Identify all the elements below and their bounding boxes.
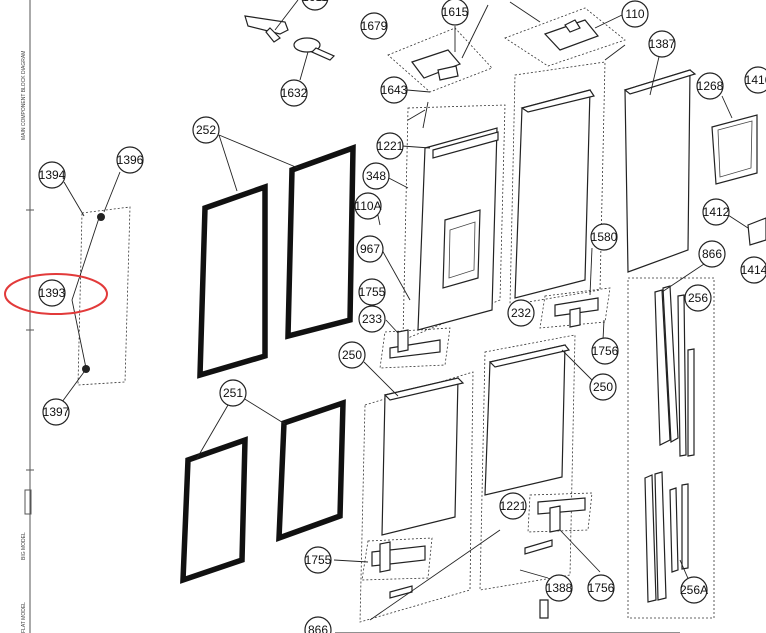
svg-text:1221: 1221 (377, 139, 404, 153)
callout-1755: 1755 (304, 546, 332, 574)
callout-110A: 110A (354, 192, 382, 220)
svg-text:1397: 1397 (43, 405, 70, 419)
callout-1388: 1388 (545, 574, 573, 602)
svg-text:1756: 1756 (588, 581, 615, 595)
svg-text:1632: 1632 (281, 86, 308, 100)
callout-250: 250 (589, 373, 617, 401)
callout-1643: 1643 (380, 76, 408, 104)
callout-251: 251 (219, 379, 247, 407)
cover-1632 (293, 37, 336, 81)
callout-1412: 1412 (702, 198, 730, 226)
callout-1679: 1679 (360, 12, 388, 40)
callout-256A: 256A (680, 576, 708, 604)
svg-text:1414: 1414 (741, 263, 766, 277)
trim-strips-group (335, 259, 715, 633)
hinge-1755-bottom (333, 529, 501, 621)
callout-1756: 1756 (591, 337, 619, 365)
svg-text:1756: 1756 (592, 344, 619, 358)
svg-text:1394: 1394 (39, 168, 66, 182)
svg-text:233: 233 (362, 312, 382, 326)
callout-1414: 1414 (740, 256, 766, 284)
svg-text:1416: 1416 (745, 73, 766, 87)
svg-text:866: 866 (702, 247, 722, 261)
callout-1755: 1755 (358, 278, 386, 306)
cover-assembly-1615 (387, 4, 493, 93)
callout-233: 233 (358, 305, 386, 333)
svg-text:1611: 1611 (302, 0, 328, 4)
hinge-233 (379, 319, 451, 369)
margin-text: BIG MODEL (21, 532, 27, 560)
callout-1387: 1387 (648, 30, 676, 58)
hinge-bracket-top (244, 0, 299, 43)
svg-text:1268: 1268 (697, 79, 724, 93)
callout-1615: 1615 (441, 0, 469, 26)
callout-1580: 1580 (590, 223, 618, 251)
callout-1756: 1756 (587, 574, 615, 602)
freezer-door-right (479, 334, 593, 591)
gasket-252 (197, 134, 356, 379)
callout-1221: 1221 (499, 492, 527, 520)
callout-250: 250 (338, 341, 366, 369)
svg-text:1755: 1755 (359, 285, 386, 299)
callout-232: 232 (507, 299, 535, 327)
svg-text:1387: 1387 (649, 37, 676, 51)
svg-text:1679: 1679 (361, 19, 388, 33)
svg-text:232: 232 (511, 306, 531, 320)
callout-1396: 1396 (116, 146, 144, 174)
callout-348: 348 (362, 162, 390, 190)
svg-text:1643: 1643 (381, 83, 408, 97)
margin-text: FLAT MODEL (21, 602, 27, 633)
svg-text:256A: 256A (680, 583, 708, 597)
callout-bubbles: 1611 1615 1679 110 1632 1643 1387 1268 1… (38, 0, 766, 633)
highlight-ellipse (4, 273, 108, 315)
svg-text:1221: 1221 (500, 499, 527, 513)
callout-1221: 1221 (376, 132, 404, 160)
callout-1394: 1394 (38, 161, 66, 189)
hinge-cover-group (61, 171, 131, 403)
callout-1393: 1393 (38, 279, 66, 307)
svg-text:251: 251 (223, 386, 243, 400)
callout-110: 110 (621, 0, 649, 28)
part-1412 (727, 214, 766, 246)
callout-866: 866 (698, 240, 726, 268)
svg-text:1755: 1755 (305, 553, 332, 567)
svg-text:1580: 1580 (591, 230, 618, 244)
svg-text:252: 252 (196, 123, 216, 137)
svg-text:1388: 1388 (546, 581, 573, 595)
callout-252: 252 (192, 116, 220, 144)
svg-text:1412: 1412 (703, 205, 730, 219)
callout-1611: 1611 (301, 0, 329, 11)
outer-door-1387 (623, 43, 697, 273)
svg-text:1396: 1396 (117, 153, 144, 167)
svg-text:110A: 110A (354, 199, 381, 213)
svg-text:348: 348 (366, 169, 386, 183)
dispenser-door (375, 89, 506, 341)
svg-text:250: 250 (342, 348, 362, 362)
callout-1268: 1268 (696, 72, 724, 100)
svg-text:1393: 1393 (39, 286, 66, 300)
callout-967: 967 (356, 235, 384, 263)
callout-866: 866 (304, 616, 332, 633)
hinge-1756-bottom (519, 492, 601, 619)
svg-text:1615: 1615 (442, 5, 469, 19)
margin-text: MAIN COMPONENT BLOCK DIAGRAM (21, 51, 27, 140)
callout-256: 256 (684, 284, 712, 312)
left-margin: MAIN COMPONENT BLOCK DIAGRAM BIG MODEL F… (21, 0, 34, 633)
callout-1632: 1632 (280, 79, 308, 107)
svg-text:110: 110 (625, 7, 644, 21)
cover-assembly-110 (504, 1, 626, 67)
svg-text:967: 967 (360, 242, 380, 256)
callout-1397: 1397 (42, 398, 70, 426)
svg-text:250: 250 (593, 380, 613, 394)
svg-text:256: 256 (688, 291, 708, 305)
freezer-door-left (359, 361, 474, 623)
fridge-door-right (509, 44, 626, 306)
svg-text:866: 866 (308, 623, 328, 633)
hinge-232 (539, 247, 611, 341)
frame-1268 (711, 95, 758, 185)
callout-1416: 1416 (744, 66, 766, 94)
